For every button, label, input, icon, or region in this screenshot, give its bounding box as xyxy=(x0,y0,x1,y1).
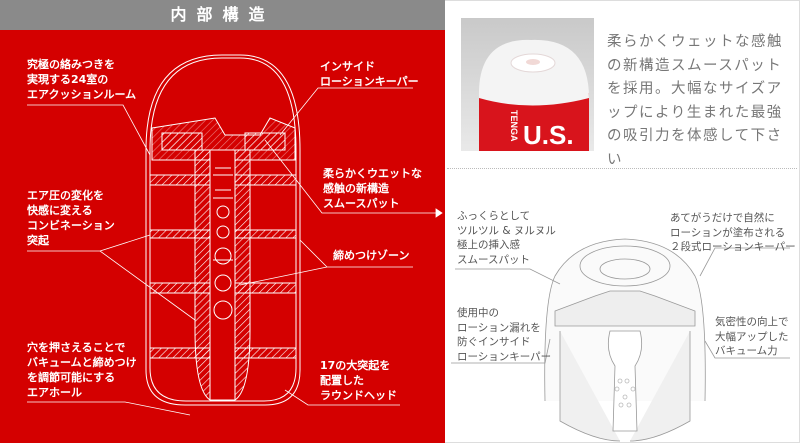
channel-bumps xyxy=(213,167,233,320)
divider xyxy=(447,168,797,169)
label-tightening-zone: 締めつけゾーン xyxy=(333,249,410,262)
leader-lines xyxy=(27,87,443,416)
cross-section-diagram xyxy=(27,54,443,416)
label-inside-lotion-keeper: インサイド ローションキーパー xyxy=(320,60,419,88)
model-logo: U.S. xyxy=(523,120,574,150)
brand-logo: TENGA xyxy=(509,110,519,142)
label-combination-bumps: エア圧の変化を 快感に変える コンビネーション 突起 xyxy=(27,189,115,247)
label-two-stage-lotion-keeper: あてがうだけで自然に ローションが塗布される ２段式ローションキーパー xyxy=(670,212,796,253)
feature-panel: U.S. TENGA 柔らかくウェットな感触の新構造スムースパットを採用。大幅な… xyxy=(445,0,800,443)
label-smooth-pad-insertion: ふっくらとして ツルツル & ヌルヌル 極上の挿入感 スムースパット xyxy=(457,210,556,266)
arrow-icon xyxy=(435,208,443,218)
label-smooth-pad: 柔らかくウエットな 感触の新構造 スムースパット xyxy=(323,167,422,210)
label-vacuum-power: 気密性の向上で 大幅アップした バキューム力 xyxy=(715,316,789,357)
label-leak-prevention-keeper: 使用中の ローション漏れを 防ぐインサイド ローションキーパー xyxy=(457,307,552,363)
intro-text: 柔らかくウェットな感触の新構造スムースパットを採用。大幅なサイズアップにより生ま… xyxy=(607,34,783,168)
outer-shell xyxy=(145,54,301,406)
section-title: 内部構造 xyxy=(0,0,445,30)
label-air-hole: 穴を押さえることで バキュームと締めつけ を調節可能にする エアホール xyxy=(27,341,137,399)
head-cutaway-diagram xyxy=(451,238,790,442)
label-round-head: 17の大突起を 配置した ラウンドヘッド xyxy=(320,359,397,402)
label-air-cushion-room: 究極の絡みつきを 実現する24室の エアクッションルーム xyxy=(27,58,137,101)
inner-shell xyxy=(149,57,297,402)
product-photo: U.S. TENGA xyxy=(461,18,594,151)
structure-panel: 内部構造 究極の絡みつきを 実現する24室の エアクッションルーム インサイド … xyxy=(0,0,445,443)
